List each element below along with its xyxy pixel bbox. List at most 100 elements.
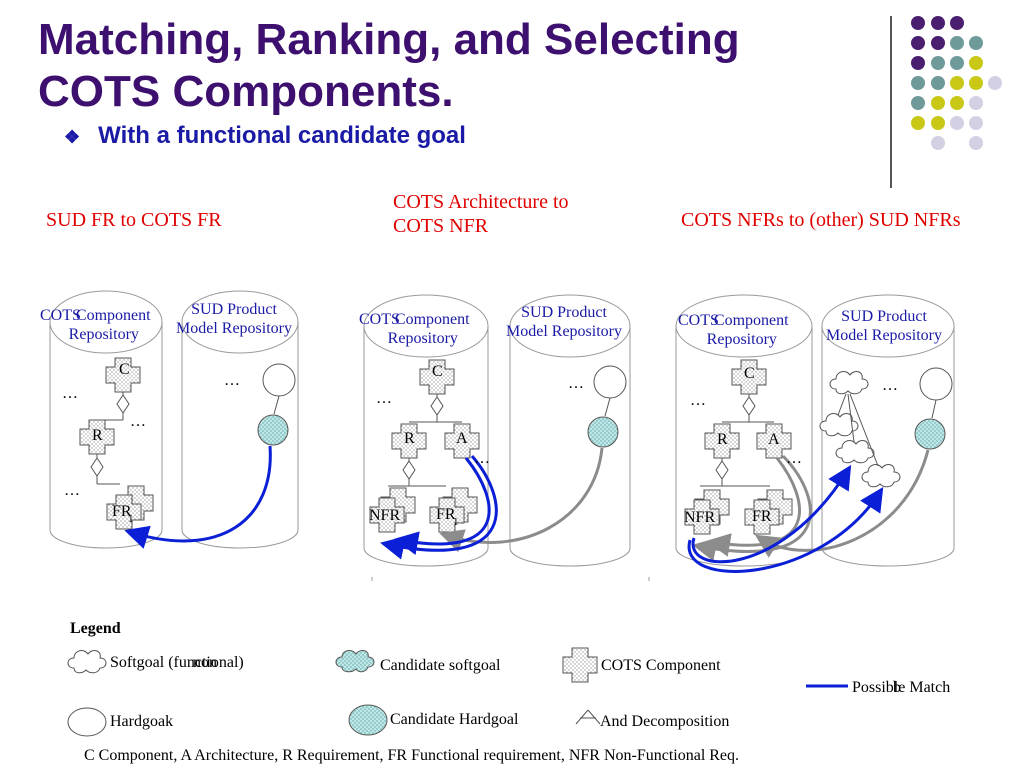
node-label-r: R [717,431,728,448]
repository-word: Repository [706,331,777,348]
sud-repository-cylinder-middle [509,294,631,567]
node-label-fr: FR [752,508,772,525]
dot-row-2 [911,36,983,50]
repo-label-cots-middle: COTSComponent Repository [359,310,475,348]
legend-title: Legend [70,620,121,637]
softgoal-node [861,464,901,488]
and-decomposition-diamond [742,396,756,416]
repository-word: Repository [68,326,139,343]
and-decomposition-diamond [116,394,130,414]
node-label-c: C [119,361,130,378]
dot-row-6 [911,116,983,130]
ellipsis: … [130,413,146,430]
candidate-hardgoal-node [914,418,946,450]
panel-right [675,294,955,573]
component-word: Component [713,312,789,329]
node-label-a: A [768,431,780,448]
possible-match-arrow [691,464,852,564]
ellipsis: … [376,390,392,407]
node-label-c: C [744,365,755,382]
softgoal-node [835,440,875,464]
possible-match-arrow [124,445,272,549]
and-decomposition-diamond [715,460,729,480]
sud-line2: Model Repository [176,320,292,337]
softgoal-node [829,371,869,395]
divider-line [890,16,892,188]
section-heading-left: SUD FR to COTS FR [46,209,222,231]
ellipsis: … [64,482,80,499]
legend-cots-component-label: COTS Component [601,657,721,674]
candidate-hardgoal-node [257,414,289,446]
ellipsis: … [882,377,898,394]
matched-link-gray [706,457,801,557]
legend-hardgoal-label: Hardgoak [110,713,174,730]
decorative-dot-grid [911,16,1002,150]
legend-possible-match-overlay: b [893,679,901,696]
legend-possible-match-label: Possible Match [852,679,951,696]
dot-row-1 [911,16,964,30]
ellipsis: … [224,372,240,389]
ellipsis: … [690,392,706,409]
candidate-hardgoal-node [587,416,619,448]
legend-softgoal-label: Softgoal (functional) [110,654,244,671]
cots-word: COTS [678,312,719,329]
legend-and-decomposition-label: And Decomposition [600,713,730,730]
ellipsis: … [474,450,490,467]
node-label-r: R [404,430,415,447]
cots-word: COTS [40,307,81,324]
section-heading-middle: COTS Architecture to COTS NFR [393,190,569,238]
node-label-nfr: NFR [684,509,716,526]
footnote: C Component, A Architecture, R Requireme… [84,747,740,764]
and-decomposition-diamond [402,460,416,480]
legend-candidate-softgoal-icon [335,649,375,673]
possible-match-arrow [687,486,884,573]
node-subscript: 1 [453,516,459,528]
and-decomposition-diamond [90,457,104,477]
repo-label-cots-left: COTSComponent Repository [40,306,156,344]
legend-candidate-softgoal-label: Candidate softgoal [380,657,501,674]
sud-repository-cylinder-right [821,294,955,567]
section-heading-right: COTS NFRs to (other) SUD NFRs [681,209,961,231]
section-heading-middle-line1: COTS Architecture to [393,191,569,213]
repo-label-sud-left: SUD Product Model Repository [176,300,292,338]
sud-line1: SUD Product [841,308,927,325]
cots-repository-cylinder-left [49,290,163,549]
legend-hardgoal-icon [67,707,107,737]
possible-match-arrow [380,455,498,560]
dot-row-4 [911,76,1002,90]
node-label-a: A [456,430,468,447]
cots-repository-cylinder-middle [363,294,489,567]
repo-label-cots-right: COTSComponent Repository [678,311,794,349]
ellipsis: … [568,375,584,392]
dot-row-3 [911,56,983,70]
hardgoal-node [262,363,296,397]
repo-label-sud-middle: SUD Product Model Repository [506,303,622,341]
panel-left [49,290,299,549]
node-label-r: R [92,427,103,444]
ellipsis: … [786,450,802,467]
legend-softgoal-overlay: non [193,654,217,671]
ellipsis: … [62,385,78,402]
and-decomposition-diamond [430,396,444,416]
legend-candidate-hardgoal-icon [348,704,388,736]
bullet-point: ❖With a functional candidate goal [64,122,466,150]
hardgoal-node [919,367,953,401]
slide-title: Matching, Ranking, and Selecting COTS Co… [38,14,838,118]
sud-line1: SUD Product [191,301,277,318]
slide-title-line1: Matching, Ranking, and Selecting [38,15,740,64]
node-label-fr: FR [436,506,456,523]
legend-candidate-hardgoal-label: Candidate Hardgoal [390,711,519,728]
legend-and-decomposition-icon [575,709,601,725]
dot-row-5 [911,96,983,110]
sud-line1: SUD Product [521,304,607,321]
node-label-fr: FR [112,503,132,520]
component-word: Component [75,307,151,324]
sud-repository-cylinder-left [181,290,299,549]
panel-middle [363,294,631,567]
repository-word: Repository [387,330,458,347]
repo-label-sud-right: SUD Product Model Repository [826,307,942,345]
dot-row-7 [931,136,983,150]
bullet-text: With a functional candidate goal [98,122,466,149]
legend-cots-component-icon [562,647,598,683]
